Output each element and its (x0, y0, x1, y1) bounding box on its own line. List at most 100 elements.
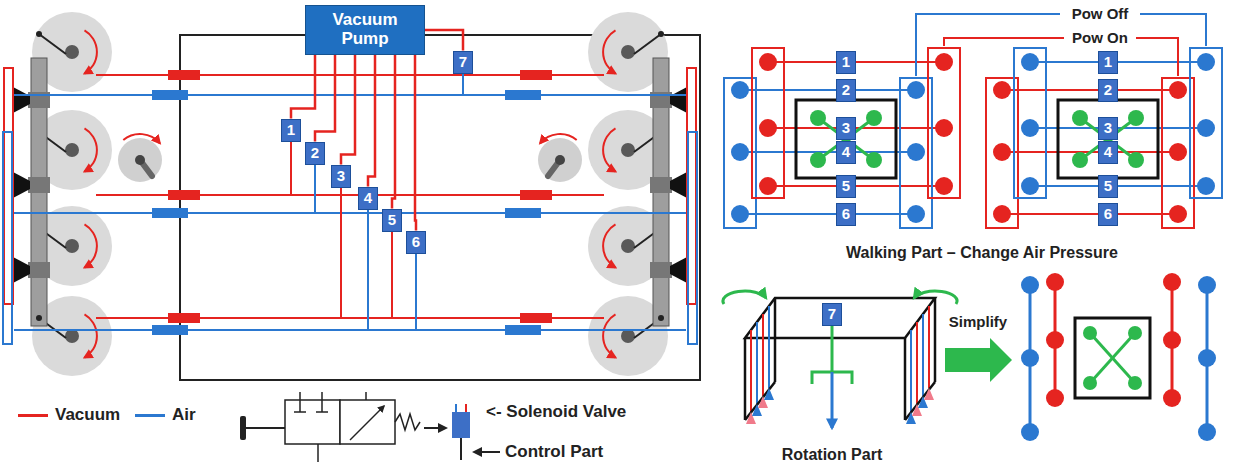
body-joint (1128, 376, 1142, 390)
valve-position (340, 400, 395, 444)
pump-box: Vacuum Pump (305, 5, 425, 55)
wheel-hub (65, 143, 79, 157)
rotation-arrow (85, 30, 97, 73)
callout-number: 3 (337, 168, 345, 185)
callout-number: 1 (287, 122, 295, 139)
vacuum-line (315, 55, 335, 142)
vacuum-line (768, 185, 944, 187)
vacuum-foot (759, 119, 777, 137)
callout-number: 2 (1104, 82, 1112, 99)
vacuum-foot (993, 205, 1011, 223)
vacuum-foot (993, 143, 1011, 161)
vacuum-line (768, 127, 944, 129)
rotation-frame (905, 382, 935, 420)
vacuum-foot (1163, 273, 1181, 291)
air-foot (907, 81, 925, 99)
leader-line (1140, 14, 1206, 46)
valve-number-box: 6 (836, 203, 856, 226)
vacuum-line (392, 55, 395, 209)
foot-triangle (764, 388, 774, 400)
air-foot (1021, 177, 1039, 195)
valve-pipe (367, 209, 369, 330)
vacuum-line (1002, 89, 1178, 91)
body-joint (1128, 326, 1142, 340)
callout-number: 5 (842, 178, 850, 195)
vacuum-connector (520, 70, 552, 80)
body-joint (1072, 152, 1088, 168)
solenoid-valve-box: 4 (358, 187, 378, 210)
air-connector (152, 325, 188, 335)
simplify-arrow (945, 338, 1012, 382)
air-leg (910, 330, 912, 412)
valve-stub (455, 404, 457, 412)
port (299, 392, 301, 400)
air-foot (907, 205, 925, 223)
air-line (1030, 61, 1206, 63)
valve-pipe (290, 141, 292, 195)
vacuum-connector (168, 70, 200, 80)
valve-number-box: 5 (836, 175, 856, 198)
valve-icon (452, 412, 470, 438)
leader-line (944, 38, 1064, 46)
legend-label: Vacuum (55, 405, 120, 425)
air-connector (505, 325, 541, 335)
port (365, 392, 367, 400)
valve-number-box: 3 (836, 117, 856, 140)
spring (395, 414, 420, 430)
body-joint (866, 110, 882, 126)
rotation-frame (744, 338, 747, 420)
valve-number-box: 2 (836, 79, 856, 102)
vacuum-foot (1046, 389, 1064, 407)
air-foot (1021, 119, 1039, 137)
air-leg-frame (1190, 48, 1222, 198)
air-line (1030, 127, 1206, 129)
valve-number-box: 5 (1098, 175, 1118, 198)
control-stem (460, 438, 462, 460)
vacuum-foot (1046, 273, 1064, 291)
vacuum-line (341, 55, 355, 165)
push-button (240, 416, 246, 440)
rotation-arrow (85, 314, 97, 357)
callout-number: 2 (311, 145, 319, 162)
rotation-shaft (831, 325, 834, 372)
body-cross (1090, 333, 1135, 383)
air-connector (152, 208, 188, 218)
air-foot (731, 143, 749, 161)
vacuum-leg (928, 306, 930, 388)
suction-cup (13, 257, 30, 283)
valve-number-box: 4 (836, 141, 856, 164)
vacuum-leg-frame (752, 48, 784, 198)
flow-arrow (350, 406, 384, 440)
rotation-arrow (723, 291, 766, 304)
callout-number: 6 (842, 206, 850, 223)
valve-pipe (391, 231, 393, 318)
signal-label: Pow On (1072, 29, 1128, 46)
wheel-hub (65, 329, 79, 343)
vacuum-line (1002, 213, 1178, 215)
solenoid-valve-box: 6 (406, 231, 426, 254)
body-frame (1075, 318, 1150, 398)
air-pipe (14, 94, 686, 96)
air-leg (756, 322, 758, 404)
section-title: Walking Part – Change Air Pressure (846, 244, 1118, 262)
legend-label: Air (172, 405, 196, 425)
air-leg-frame (1014, 48, 1046, 198)
solenoid-valve-box: 3 (331, 165, 351, 188)
vacuum-connector (520, 313, 552, 323)
callout-number: 3 (1104, 120, 1112, 137)
air-foot (731, 81, 749, 99)
vacuum-line (368, 55, 375, 187)
body-joint (810, 152, 826, 168)
vacuum-foot (1046, 331, 1064, 349)
air-connector (505, 90, 541, 100)
vacuum-foot (935, 119, 953, 137)
body-joint (1128, 152, 1144, 168)
vacuum-foot (1169, 205, 1187, 223)
air-foot (1021, 53, 1039, 71)
wheel-hub (65, 239, 79, 253)
valve-number-box: 1 (1098, 51, 1118, 74)
suction-cup (13, 87, 30, 113)
